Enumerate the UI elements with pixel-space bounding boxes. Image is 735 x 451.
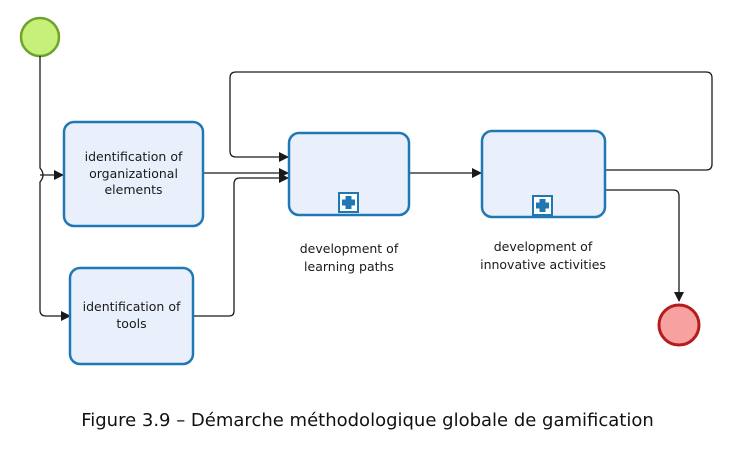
subprocess-caption-learning-paths: development of learning paths [299, 241, 399, 274]
subprocess-learning-paths[interactable] [287, 131, 411, 217]
expand-marker-icon[interactable] [532, 195, 553, 216]
task-identification-organizational-elements[interactable] [62, 120, 205, 228]
flow-loop-back [229, 71, 713, 171]
end-event[interactable] [657, 303, 701, 347]
expand-marker-icon[interactable] [338, 192, 359, 213]
flow-tools-to-paths [193, 173, 289, 317]
task-identification-tools[interactable] [68, 266, 195, 366]
subprocess-caption-innovative-activities: development of innovative activities [480, 239, 606, 272]
flow-innov-to-end [605, 189, 684, 302]
subprocess-innovative-activities[interactable] [480, 129, 607, 219]
flow-start-to-org [39, 56, 71, 321]
figure-caption: Figure 3.9 – Démarche méthodologique glo… [81, 410, 654, 431]
start-event[interactable] [19, 16, 61, 58]
